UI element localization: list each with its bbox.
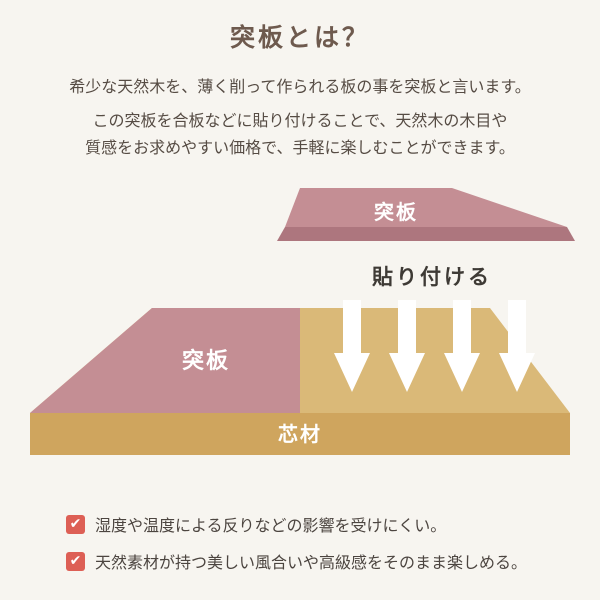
checklist-item: ✔ 天然素材が持つ美しい風合いや高級感をそのまま楽しめる。 xyxy=(66,549,527,573)
core-label: 芯材 xyxy=(278,422,322,446)
down-arrows-group xyxy=(334,300,535,392)
intro-line-1: 希少な天然木を、薄く削って作られる板の事を突板と言います。 xyxy=(69,77,531,96)
attach-action-label: 貼り付ける xyxy=(372,265,492,289)
veneer-attached-label: 突板 xyxy=(182,348,230,374)
intro-line-3: 質感をお求めやすい価格で、手軽に楽しむことができます。 xyxy=(85,137,515,157)
checkbox-check-icon: ✔ xyxy=(66,551,85,571)
intro-text: 希少な天然木を、薄く削って作られる板の事を突板と言います。 この突板を合板などに… xyxy=(0,74,600,161)
veneer-sheet-label: 突板 xyxy=(374,200,418,224)
veneer-sheet-top-face xyxy=(285,188,567,227)
intro-line-2: この突板を合板などに貼り付けることで、天然木の木目や xyxy=(92,111,508,131)
down-arrow-icon xyxy=(499,300,535,392)
checkbox-check-icon: ✔ xyxy=(66,514,85,534)
checklist-item: ✔ 湿度や温度による反りなどの影響を受けにくい。 xyxy=(66,512,527,536)
down-arrow-icon xyxy=(389,300,425,392)
core-board-front-face xyxy=(30,413,570,455)
veneer-attached-layer xyxy=(30,308,300,413)
benefits-checklist: ✔ 湿度や温度による反りなどの影響を受けにくい。 ✔ 天然素材が持つ美しい風合い… xyxy=(66,512,527,586)
page-title: 突板とは？ xyxy=(229,23,370,52)
veneer-diagram: 突板 貼り付ける 突板 芯材 xyxy=(30,188,575,455)
down-arrow-icon xyxy=(444,300,480,392)
veneer-sheet-edge xyxy=(277,227,575,241)
down-arrow-icon xyxy=(334,300,370,392)
checklist-item-text: 湿度や温度による反りなどの影響を受けにくい。 xyxy=(95,516,447,535)
checklist-item-text: 天然素材が持つ美しい風合いや高級感をそのまま楽しめる。 xyxy=(95,553,528,572)
